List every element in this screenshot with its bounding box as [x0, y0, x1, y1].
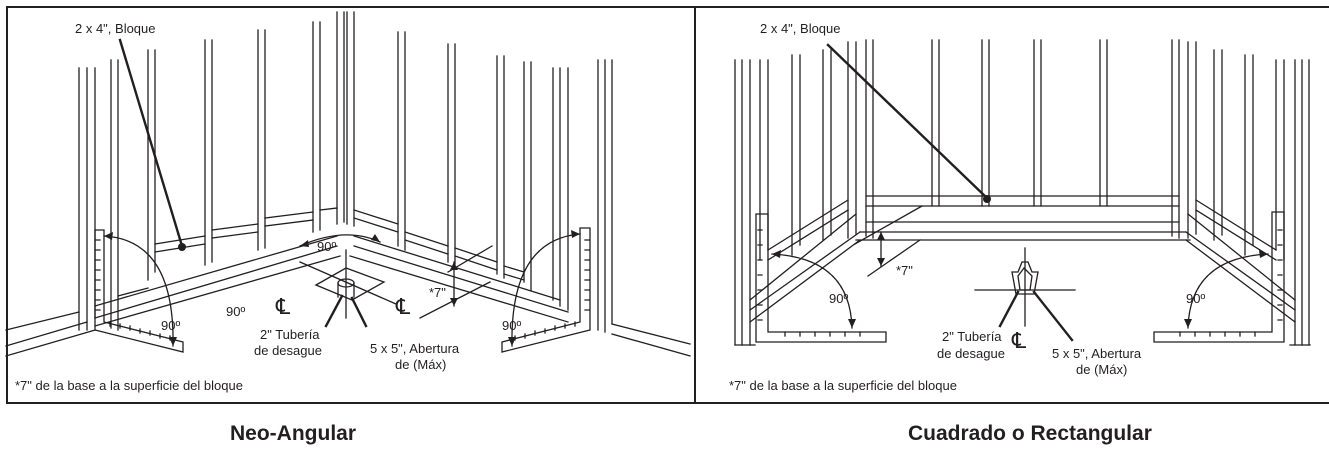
pipe-label-line1: 2" Tubería [942, 329, 1002, 344]
panel-divider [694, 6, 696, 404]
left-angle-label: 90º [161, 318, 181, 333]
opening-label-line1: 5 x 5", Abertura [370, 341, 460, 356]
opening-label-line2: de (Máx) [395, 357, 447, 372]
footnote: *7" de la base a la superficie del bloqu… [729, 378, 957, 393]
pipe-label-line1: 2" Tubería [260, 327, 320, 342]
neo-angular-leaders [118, 38, 368, 328]
caption-neo-angular: Neo-Angular [230, 422, 356, 445]
drain-angle-label: 90º [226, 304, 246, 319]
pipe-label-line2: de desague [937, 346, 1005, 361]
diagram-frame [6, 6, 1329, 404]
right-angle-label: 90º [1186, 291, 1206, 306]
seven-inch-label: *7" [896, 263, 913, 278]
left-angle-label: 90º [829, 291, 849, 306]
block-label: 2 x 4", Bloque [75, 21, 156, 36]
opening-label-line2: de (Máx) [1076, 362, 1128, 377]
seven-inch-label: *7" [429, 285, 446, 300]
centerline-symbol: ℄ [1012, 329, 1027, 354]
caption-rectangular: Cuadrado o Rectangular [908, 422, 1152, 445]
pipe-label-line2: de desague [254, 343, 322, 358]
footnote: *7" de la base a la superficie del bloqu… [15, 378, 243, 393]
rectangular-leaders [826, 43, 1074, 342]
rectangular-framing [734, 39, 1311, 346]
neo-angular-framing [5, 11, 691, 357]
opening-label-line1: 5 x 5", Abertura [1052, 346, 1142, 361]
back-angle-label: 90º [317, 239, 337, 254]
centerline-symbol-right: ℄ [396, 295, 411, 320]
centerline-symbol-left: ℄ [276, 295, 291, 320]
block-label: 2 x 4", Bloque [760, 21, 841, 36]
right-angle-label: 90º [502, 318, 522, 333]
